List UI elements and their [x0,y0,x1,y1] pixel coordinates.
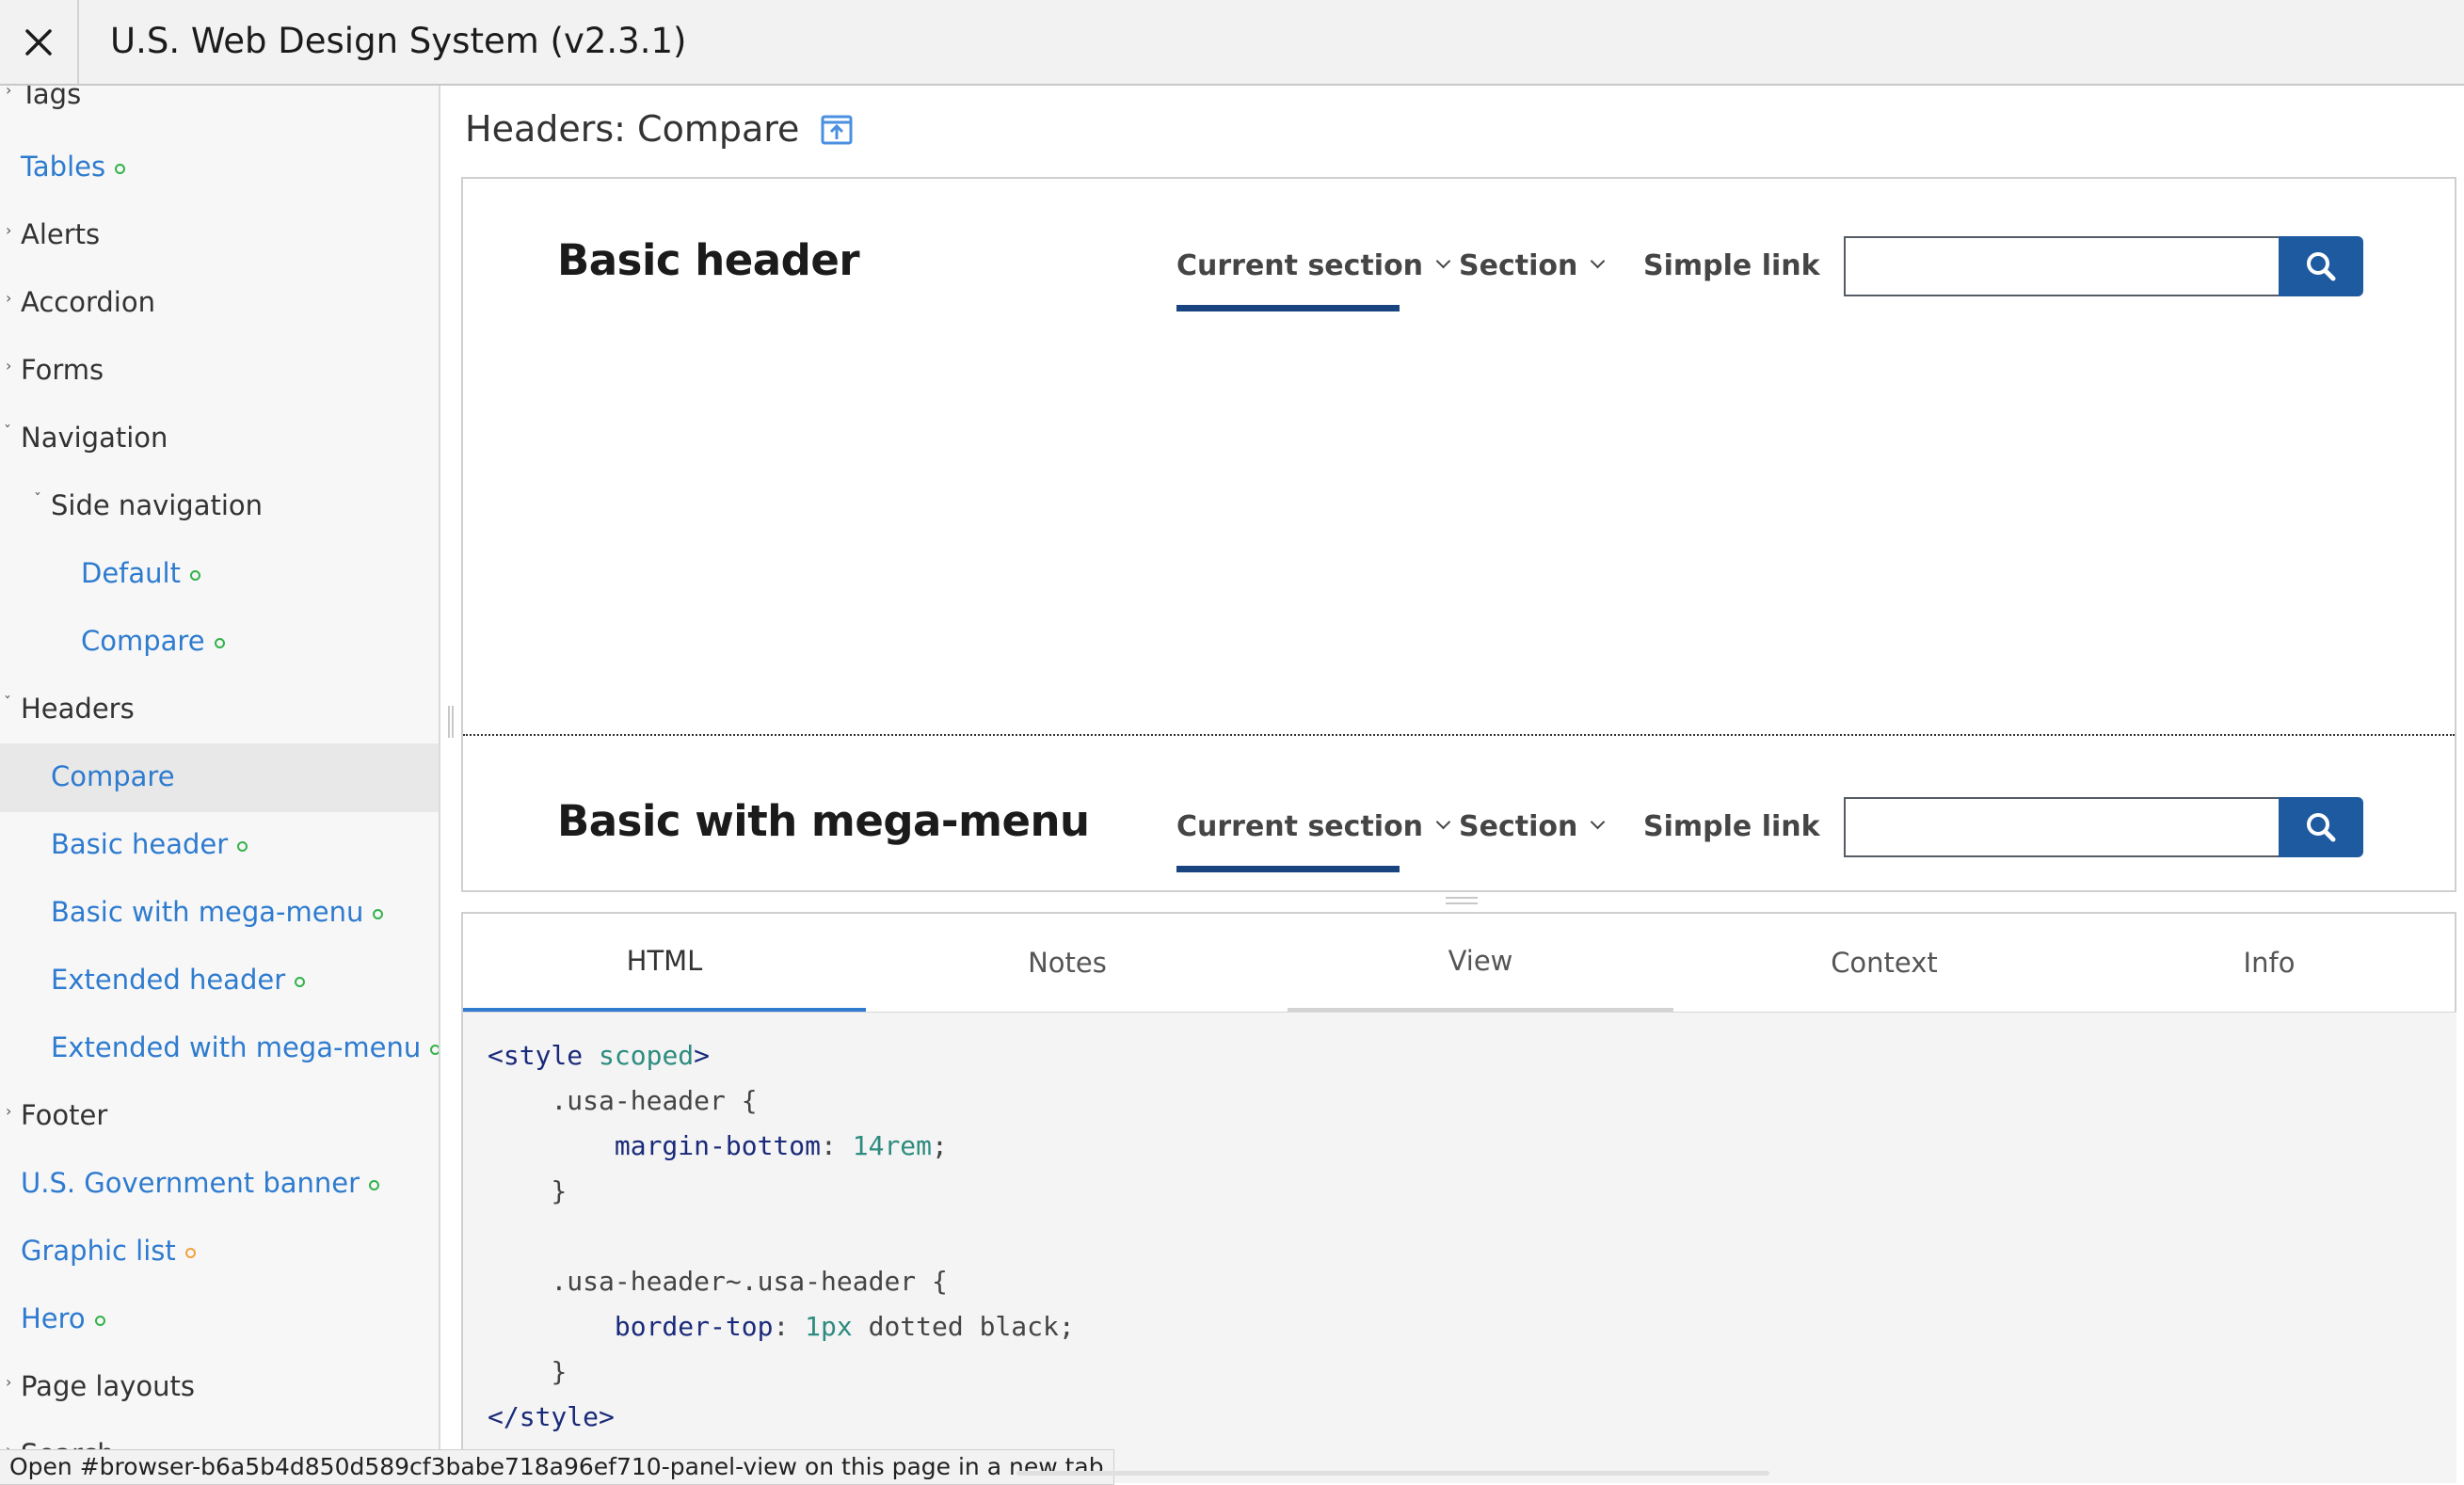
nav-section[interactable]: Section [1459,249,1606,282]
sidebar-item-forms[interactable]: ›Forms [6,354,104,386]
search-icon [2307,252,2336,281]
sidebar-item-tags[interactable]: ›Tags [6,86,82,110]
tab-notes[interactable]: Notes [1028,947,1107,979]
sidebar-item-default[interactable]: Default [81,556,200,590]
tab-info[interactable]: Info [2243,947,2296,979]
nav-section[interactable]: Section [1459,810,1606,843]
sidebar-item-hero[interactable]: Hero [21,1301,105,1335]
sidebar-item-headers-compare[interactable]: Compare [51,760,175,792]
active-item-highlight [0,743,439,812]
search-button[interactable] [2279,236,2363,296]
nav-simple-link[interactable]: Simple link [1643,810,1820,843]
code-panel: <style scoped> .usa-header { margin-bott… [461,1013,2456,1483]
status-ready-icon [94,1316,105,1326]
component-preview: Basic header Current section Section Sim… [461,177,2456,892]
sidebar-item-basic-header[interactable]: Basic header [51,827,248,861]
status-wip-icon [184,1248,196,1258]
status-ready-icon [237,841,248,852]
status-ready-icon [373,909,384,919]
horizontal-scrollbar[interactable] [1016,1471,1769,1476]
page-title: Headers: Compare [465,108,853,150]
nav-current-section[interactable]: Current section [1176,810,1451,843]
chevron-down-icon [1591,814,1606,830]
chevron-down-icon [1435,253,1451,269]
status-ready-icon [115,164,126,174]
tab-html[interactable]: HTML [463,914,866,1012]
nav-current-section[interactable]: Current section [1176,249,1451,282]
status-ready-icon [295,977,306,987]
status-ready-icon [430,1045,439,1055]
panel-resize-handle[interactable] [1446,897,1478,904]
tab-view[interactable]: View [1288,914,1673,1012]
tab-context[interactable]: Context [1831,947,1938,979]
close-icon [25,29,52,56]
sidebar-nav: ›Tags Tables ›Alerts ›Accordion ›Forms ˇ… [0,86,440,1483]
search-button[interactable] [2279,797,2363,857]
chevron-down-icon [1591,253,1606,269]
search-input[interactable] [1844,236,2280,296]
sidebar-resize-handle[interactable] [448,706,454,738]
sidebar-item-alerts[interactable]: ›Alerts [6,218,101,250]
code-tabs: HTML Notes View Context Info [461,912,2456,1013]
chevron-down-icon [1435,814,1451,830]
main-panel: Headers: Compare Basic header Current se… [440,86,2464,1483]
sidebar-item-graphic-list[interactable]: Graphic list [21,1234,196,1268]
status-bar: Open #browser-b6a5b4d850d589cf3babe718a9… [0,1449,1114,1485]
header-title[interactable]: Basic header [557,235,860,285]
header-title[interactable]: Basic with mega-menu [557,796,1090,846]
sidebar-item-extended-with-mega-menu[interactable]: Extended with mega-menu [51,1030,439,1064]
sidebar-item-side-nav-compare[interactable]: Compare [81,624,225,658]
status-ready-icon [189,570,200,581]
open-in-new-tab-icon[interactable] [821,115,853,145]
app-header: U.S. Web Design System (v2.3.1) [0,0,2464,86]
sidebar-item-basic-with-mega-menu[interactable]: Basic with mega-menu [51,895,384,929]
sidebar-item-page-layouts[interactable]: ›Page layouts [6,1370,196,1402]
sidebar-item-tables[interactable]: Tables [21,150,126,184]
current-section-indicator [1176,305,1400,311]
current-section-indicator [1176,866,1400,872]
sidebar-item-us-government-banner[interactable]: U.S. Government banner [21,1166,380,1200]
search-icon [2307,813,2336,842]
sidebar-item-extended-header[interactable]: Extended header [51,963,306,997]
sidebar-item-footer[interactable]: ›Footer [6,1099,108,1131]
basic-header-preview: Basic header Current section Section Sim… [463,179,2455,734]
status-ready-icon [369,1180,380,1190]
status-ready-icon [214,638,225,648]
header-divider [463,734,2455,736]
nav-simple-link[interactable]: Simple link [1643,249,1820,282]
search-input[interactable] [1844,797,2280,857]
close-button[interactable] [0,0,79,85]
sidebar-item-accordion[interactable]: ›Accordion [6,286,155,318]
code-block[interactable]: <style scoped> .usa-header { margin-bott… [488,1040,1075,1432]
app-title: U.S. Web Design System (v2.3.1) [110,21,687,61]
basic-with-mega-menu-preview: Basic with mega-menu Current section Sec… [463,736,2455,890]
